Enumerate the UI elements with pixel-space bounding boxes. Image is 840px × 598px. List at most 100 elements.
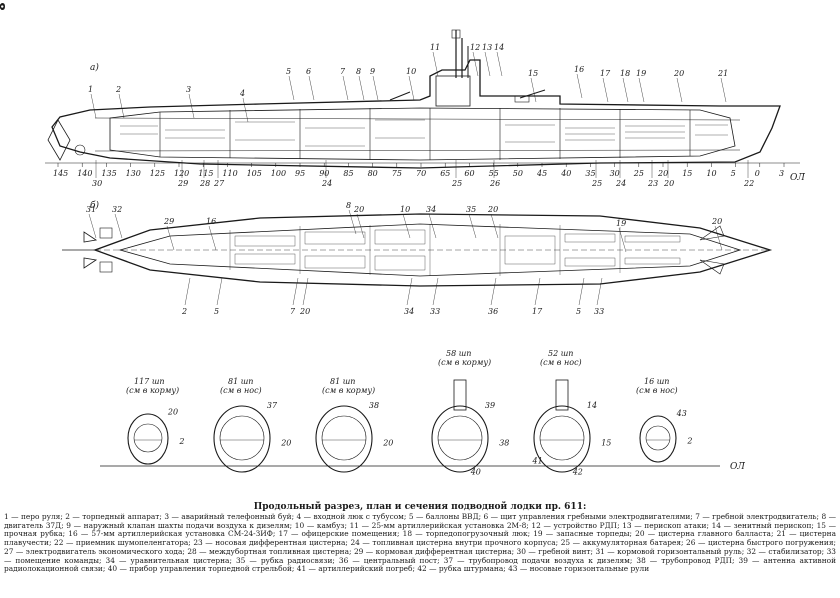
section-frame-label: 81 шп — [330, 377, 355, 386]
section-sail — [453, 379, 467, 411]
frame-number: 105 — [247, 169, 262, 178]
frame-number: 145 — [53, 169, 68, 178]
frame-number: 60 — [464, 169, 474, 178]
profile-bottom-callout: 20 — [663, 179, 674, 188]
profile-callout: 7 — [340, 67, 346, 76]
frame-number: 70 — [416, 169, 426, 178]
frame-number: 65 — [440, 169, 450, 178]
section-direction-label: (см в корму) — [438, 358, 491, 367]
plan-top-callout: 31 — [86, 205, 96, 214]
leader-line — [576, 73, 583, 99]
frame-number: 25 — [633, 169, 644, 178]
frame-number: 15 — [682, 169, 692, 178]
cross-section: 117 шп(см в корму)202 — [126, 377, 184, 465]
profile-callout: 11 — [430, 43, 440, 52]
frame-number: 75 — [392, 169, 402, 178]
profile-callout: 19 — [636, 69, 646, 78]
leader-line — [714, 225, 723, 251]
section-direction-label: (см в корму) — [322, 386, 375, 395]
plan-bottom-callout: 33 — [430, 307, 440, 316]
section-callout: 42 — [572, 468, 583, 477]
frame-number: 0 — [755, 169, 760, 178]
profile-callout: 3 — [186, 85, 191, 94]
plan-top-callout: 32 — [112, 205, 122, 214]
profile-callout: 15 — [528, 69, 538, 78]
plan-outer-hull — [93, 213, 773, 287]
section-sail — [555, 379, 569, 411]
leader-line — [188, 93, 195, 119]
leader-line — [88, 213, 97, 239]
section-pressure-hull — [133, 423, 163, 453]
profile-bottom-callout: 27 — [213, 179, 225, 188]
frame-number: 120 — [174, 169, 189, 178]
frame-number: 135 — [101, 169, 116, 178]
plan-view-label: б) — [90, 200, 99, 211]
frame-number: 3 — [779, 169, 784, 178]
leader-line — [468, 213, 477, 239]
profile-callout: 6 — [306, 67, 311, 76]
plan-top-callout: 20 — [487, 205, 498, 214]
frame-number: 30 — [610, 169, 620, 178]
frame-number: 35 — [585, 169, 595, 178]
leader-line — [114, 213, 123, 239]
profile-callout: 10 — [406, 67, 416, 76]
caption-title: Продольный разрез, план и сечения подвод… — [253, 502, 587, 512]
cross-section: 16 шп(см в нос)432 — [636, 377, 692, 463]
section-outline — [213, 405, 271, 473]
profile-bottom-callout: 24 — [615, 179, 626, 188]
section-callout: 37 — [267, 401, 278, 410]
caption-legend: 1 — перо руля; 2 — торпедный аппарат; 3 … — [4, 512, 836, 574]
profile-callout: 17 — [600, 69, 611, 78]
leader-line — [358, 75, 365, 101]
profile-interior-detail — [120, 119, 728, 147]
plan-bottom-callout: 20 — [299, 307, 310, 316]
section-callout: 14 — [587, 401, 597, 410]
leader-line — [402, 213, 411, 239]
profile-callout: 12 — [470, 43, 480, 52]
section-callout: 15 — [601, 439, 611, 448]
cross-sections: ОЛ 117 шп(см в корму)202 81 шп (см в нос) 3… — [100, 349, 745, 477]
section-frame-label: 117 шп — [134, 377, 165, 386]
profile-outer-hull — [51, 59, 781, 169]
profile-bottom-callout: 23 — [647, 179, 658, 188]
leader-line — [432, 51, 439, 77]
frame-number: 55 — [489, 169, 499, 178]
frame-number: 40 — [560, 169, 571, 178]
profile-bottom-callout: 22 — [743, 179, 754, 188]
section-callout: 2 — [686, 437, 692, 446]
sections-waterline-label: ОЛ — [730, 462, 745, 472]
frame-number: 10 — [706, 169, 716, 178]
section-callout: 38 — [499, 439, 509, 448]
profile-callout: 2 — [115, 85, 121, 94]
leader-line — [428, 213, 437, 239]
frame-number: 20 — [657, 169, 668, 178]
leader-line — [90, 93, 97, 119]
leader-line — [406, 277, 413, 306]
profile-waterline-label: ОЛ — [790, 173, 805, 183]
plan-bottom-callout: 36 — [488, 307, 498, 316]
plan-bottom-callout: 34 — [404, 307, 414, 316]
plan-bottom-callout: 7 — [290, 307, 296, 316]
plan-bottom-callout: 5 — [576, 307, 581, 316]
leader-line — [342, 75, 349, 101]
leader-line — [308, 75, 315, 101]
leader-line — [496, 51, 503, 77]
leader-line — [292, 277, 299, 306]
frame-number: 80 — [368, 169, 378, 178]
profile-view: а) — [45, 29, 805, 188]
profile-bottom-callout: 29 — [177, 179, 188, 188]
plan-top-callout: 34 — [426, 205, 436, 214]
frame-number: 115 — [198, 169, 213, 178]
leader-line — [490, 213, 499, 239]
section-direction-label: (см в нос) — [540, 358, 582, 367]
plan-top-callout: 20 — [353, 205, 364, 214]
section-direction-label: (см в нос) — [636, 386, 678, 395]
profile-callout: 13 — [482, 43, 492, 52]
frame-number: 90 — [319, 169, 329, 178]
